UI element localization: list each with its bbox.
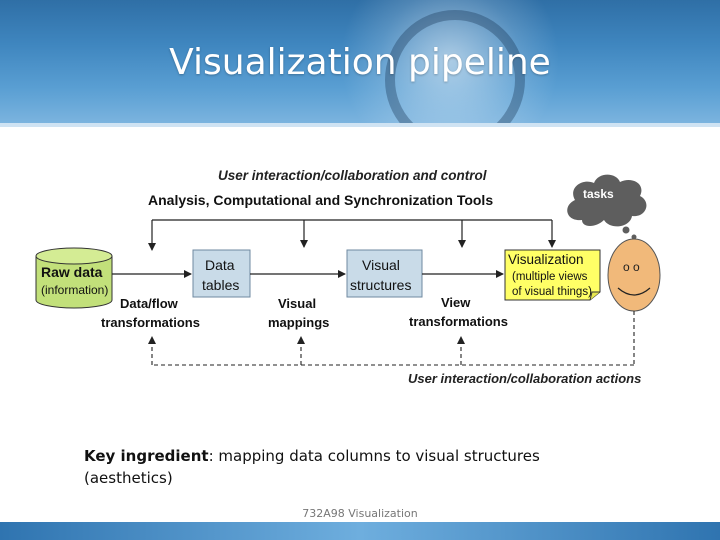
top-label-tools: Analysis, Computational and Synchronizat… — [148, 192, 493, 208]
bottom-label-actions: User interaction/collaboration actions — [408, 371, 641, 386]
view-label-1: View — [441, 295, 471, 310]
raw-data-cylinder: Raw data (information) — [35, 247, 113, 309]
visualization-label-2: (multiple views — [512, 271, 588, 283]
visualization-label-3: of visual things) — [512, 286, 592, 298]
slide-title: Visualization pipeline — [169, 42, 551, 83]
data-tables-box: Data tables — [192, 249, 251, 298]
visual-structures-label-2: structures — [350, 277, 411, 293]
dataflow-label-2: transformations — [101, 315, 200, 330]
visual-structures-label-1: Visual — [362, 257, 400, 273]
raw-data-sublabel: (information) — [41, 283, 108, 297]
raw-data-label: Raw data — [41, 264, 103, 280]
tools-distribution-lines — [148, 219, 556, 251]
dataflow-label-1: Data/flow — [120, 296, 179, 311]
visualization-note: Visualization (multiple views of visual … — [504, 249, 601, 301]
view-label-2: transformations — [409, 314, 508, 329]
data-tables-label-2: tables — [202, 277, 239, 293]
footer-course: 732A98 Visualization — [302, 507, 418, 520]
header-divider — [0, 123, 720, 127]
user-face: o o — [607, 238, 661, 312]
mappings-label-2: mappings — [268, 315, 329, 330]
pipeline-diagram: User interaction/collaboration and contr… — [35, 168, 661, 386]
tasks-thought-cloud: tasks — [567, 174, 647, 245]
tasks-label: tasks — [583, 187, 614, 201]
caption: Key ingredient: mapping data columns to … — [84, 445, 554, 489]
mappings-label-1: Visual — [278, 296, 316, 311]
face-eyes: o o — [623, 260, 640, 274]
visual-structures-box: Visual structures — [346, 249, 423, 298]
top-label-control: User interaction/collaboration and contr… — [218, 168, 487, 183]
data-tables-label-1: Data — [205, 257, 235, 273]
visualization-label-1: Visualization — [508, 252, 584, 267]
slide-header — [0, 0, 720, 127]
caption-text: : mapping data columns to visual structu… — [84, 447, 540, 487]
bottom-bar — [0, 522, 720, 540]
caption-bold: Key ingredient — [84, 447, 209, 465]
feedback-loop — [148, 311, 635, 366]
magnifier-decoration — [385, 10, 525, 127]
